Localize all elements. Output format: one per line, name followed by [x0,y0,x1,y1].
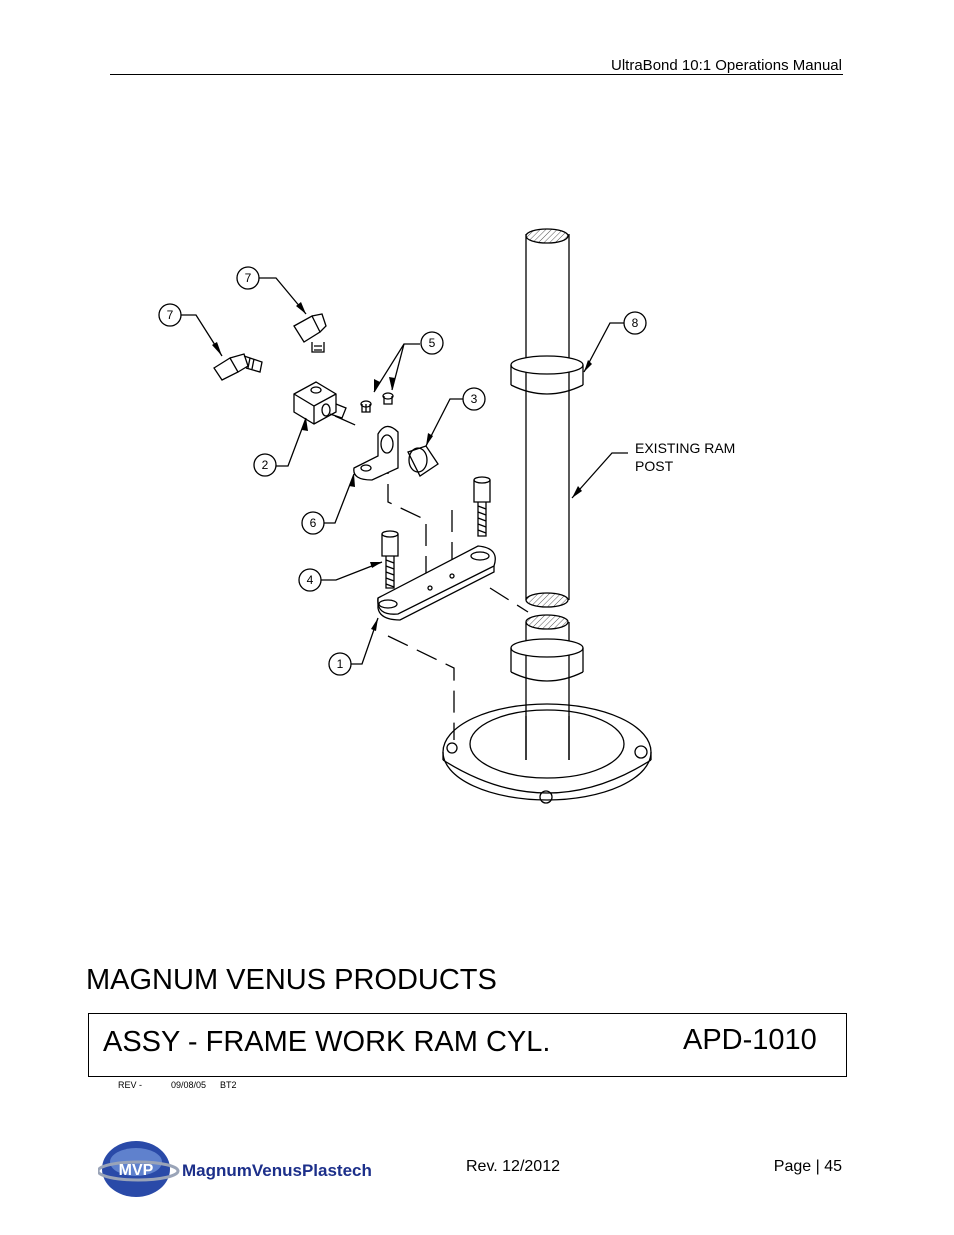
screws [360,392,394,413]
callout-4: 4 [307,573,314,587]
title-block: ASSY - FRAME WORK RAM CYL. APD-1010 [88,1013,847,1077]
ram-post-lower [510,614,584,760]
rev-date: 09/08/05 [171,1080,207,1090]
callout-7b: 7 [167,308,174,322]
collar-upper [510,355,584,395]
logo-name: MagnumVenusPlastech [182,1161,372,1180]
company-name: MAGNUM VENUS PRODUCTS [86,964,497,996]
mvp-logo: MVP MagnumVenusPlastech [98,1141,372,1197]
assembly-title: ASSY - FRAME WORK RAM CYL. [103,1026,551,1058]
manual-title: UltraBond 10:1 Operations Manual [611,57,842,74]
ram-post-upper [525,228,570,608]
bolt-left [381,530,399,589]
manifold-block [293,381,347,425]
header-rule [110,74,843,75]
rev-by: BT2 [220,1080,237,1090]
bracket-ear [353,425,399,481]
elbow-upper [293,313,327,353]
nut [407,445,439,477]
callout-2: 2 [262,458,269,472]
drawing-number: APD-1010 [683,1024,817,1056]
callout-8: 8 [632,316,639,330]
logo-mark: MVP [119,1162,154,1179]
note-line-1: EXISTING RAM [635,440,735,456]
callout-1: 1 [337,657,344,671]
note-line-2: POST [635,458,674,474]
footer-revision: Rev. 12/2012 [466,1158,560,1175]
callout-3: 3 [471,392,478,406]
elbow-left [213,353,263,381]
rev-label: REV - [118,1080,143,1090]
callout-7a: 7 [245,271,252,285]
footer-page-number: Page | 45 [773,1158,842,1175]
bolt-right [473,476,491,537]
callout-circles [158,266,647,676]
bracket-plate [377,545,496,621]
callout-6: 6 [310,516,317,530]
callout-5: 5 [429,336,436,350]
base-plate [442,703,652,804]
arrow-heads [212,302,592,631]
assembly-drawing: 7 7 5 3 2 6 4 1 8 EXISTING RAM POST [158,228,735,804]
leaders [181,277,628,665]
